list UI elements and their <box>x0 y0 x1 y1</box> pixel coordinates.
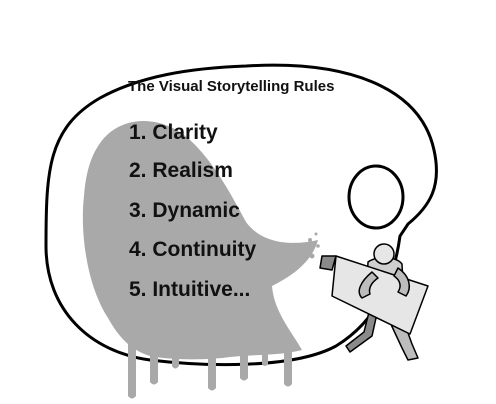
thumb-hole <box>347 164 405 230</box>
rule-dynamic: 3. Dynamic <box>129 199 240 222</box>
diagram-title: The Visual Storytelling Rules <box>128 78 335 95</box>
rule-realism: 2. Realism <box>129 159 233 182</box>
paint-drips <box>128 340 292 399</box>
paint-tube-cap <box>319 255 337 271</box>
paint-splash <box>82 120 318 360</box>
figure-with-paint-tube <box>319 243 429 361</box>
rule-clarity: 1. Clarity <box>129 121 218 144</box>
figure-arm <box>358 271 379 299</box>
rule-continuity: 4. Continuity <box>129 238 257 261</box>
figure-arm-right <box>393 267 411 297</box>
spray-droplets <box>294 232 320 264</box>
figure-head <box>373 243 395 265</box>
rule-intuitive: 5. Intuitive... <box>129 278 251 301</box>
